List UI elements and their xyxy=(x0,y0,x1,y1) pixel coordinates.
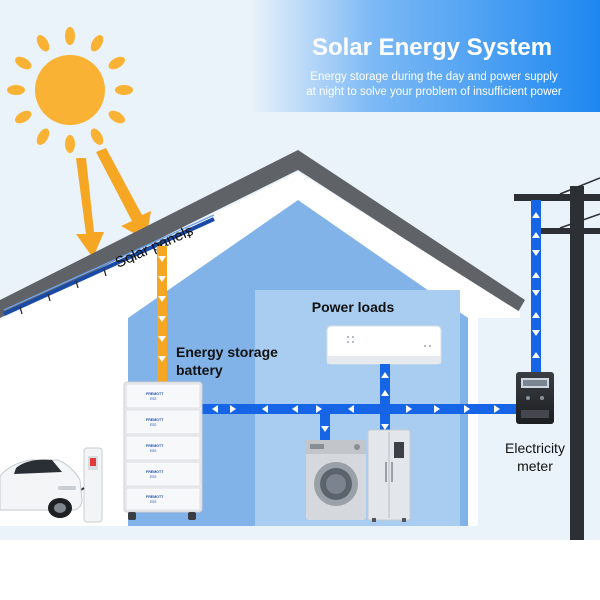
solar-panel-icon xyxy=(3,214,215,316)
energy-storage-label-line-2: battery xyxy=(176,362,223,378)
sun-icon xyxy=(7,27,133,153)
refrigerator-icon xyxy=(367,429,411,522)
house-roof xyxy=(0,150,525,318)
utility-pole-icon xyxy=(514,177,600,540)
power-loads-label: Power loads xyxy=(312,299,395,315)
dc-flow-line xyxy=(157,246,167,382)
battery-model-1: ESS xyxy=(150,397,156,401)
electricity-meter-icon xyxy=(516,372,554,424)
battery-brand-4: FREMOTT xyxy=(146,470,164,474)
battery-brand-5: FREMOTT xyxy=(146,495,164,499)
subtitle-line-2: at night to solve your problem of insuff… xyxy=(306,86,562,98)
battery-brand-2: FREMOTT xyxy=(146,418,164,422)
battery-model-5: ESS xyxy=(150,500,156,504)
sunbeam-arrow-icon xyxy=(76,148,151,258)
battery-stack-icon: FREMOTT ESS FREMOTT ESS FREMOTT ESS FREM… xyxy=(123,381,203,520)
ground xyxy=(0,540,600,600)
ac-flow-to-grid xyxy=(531,200,541,372)
battery-brand-3: FREMOTT xyxy=(146,444,164,448)
ac-flow-to-air-conditioner xyxy=(380,364,390,410)
washing-machine-icon xyxy=(306,440,366,520)
battery-model-4: ESS xyxy=(150,475,156,479)
battery-brand-1: FREMOTT xyxy=(146,392,164,396)
energy-storage-label-line-1: Energy storage xyxy=(176,344,278,360)
battery-model-2: ESS xyxy=(150,423,156,427)
ac-flow-to-appliances xyxy=(320,414,390,444)
meter-label-line-1: Electricity xyxy=(505,440,565,456)
electric-car-icon xyxy=(0,459,83,518)
page-title: Solar Energy System xyxy=(312,34,552,61)
subtitle-line-1: Energy storage during the day and power … xyxy=(310,71,558,83)
ac-flow-main-line xyxy=(196,404,540,414)
air-conditioner-icon xyxy=(326,325,442,365)
battery-model-3: ESS xyxy=(150,449,156,453)
meter-label-line-2: meter xyxy=(517,458,553,474)
